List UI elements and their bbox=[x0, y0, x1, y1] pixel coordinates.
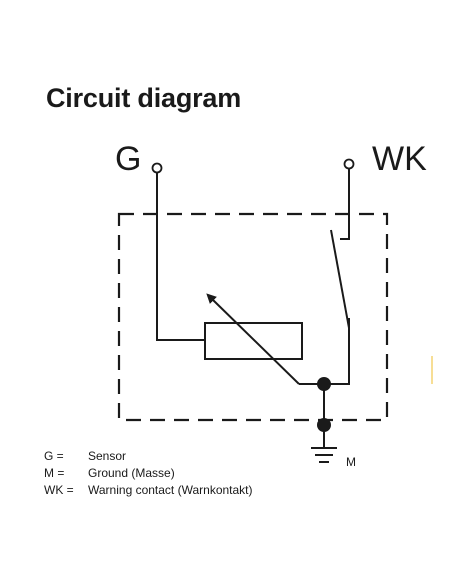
legend-value: Sensor bbox=[88, 449, 127, 463]
legend-value: Ground (Masse) bbox=[88, 466, 175, 480]
legend-row-g: G = Sensor bbox=[44, 448, 253, 465]
legend-key: G = bbox=[44, 449, 64, 463]
sensor-resistor bbox=[204, 322, 303, 360]
sensor-wire bbox=[156, 172, 205, 341]
terminal-wk-label: WK bbox=[372, 140, 427, 178]
warning-contact-switch bbox=[330, 229, 350, 329]
legend: G = Sensor M = Ground (Masse) WK = Warni… bbox=[44, 448, 253, 499]
warning-contact-wire bbox=[340, 168, 350, 240]
legend-value: Warning contact (Warnkontakt) bbox=[88, 483, 253, 497]
ground-symbol bbox=[311, 447, 337, 463]
terminal-wk-connector bbox=[343, 158, 355, 170]
terminal-g-label: G bbox=[115, 140, 142, 178]
terminal-g-connector bbox=[151, 162, 163, 174]
housing-outline bbox=[117, 212, 389, 422]
switch-to-node-wire bbox=[324, 318, 350, 385]
legend-row-m: M = Ground (Masse) bbox=[44, 465, 253, 482]
legend-row-wk: WK = Warning contact (Warnkontakt) bbox=[44, 482, 253, 499]
diagram-title: Circuit diagram bbox=[46, 83, 242, 113]
variable-arrow bbox=[206, 293, 300, 385]
junction-node-lower bbox=[317, 418, 331, 432]
edge-marker bbox=[431, 356, 433, 384]
junction-node-upper bbox=[317, 377, 331, 391]
legend-key: M = bbox=[44, 466, 65, 480]
ground-label: M bbox=[346, 455, 356, 469]
legend-key: WK = bbox=[44, 483, 74, 497]
